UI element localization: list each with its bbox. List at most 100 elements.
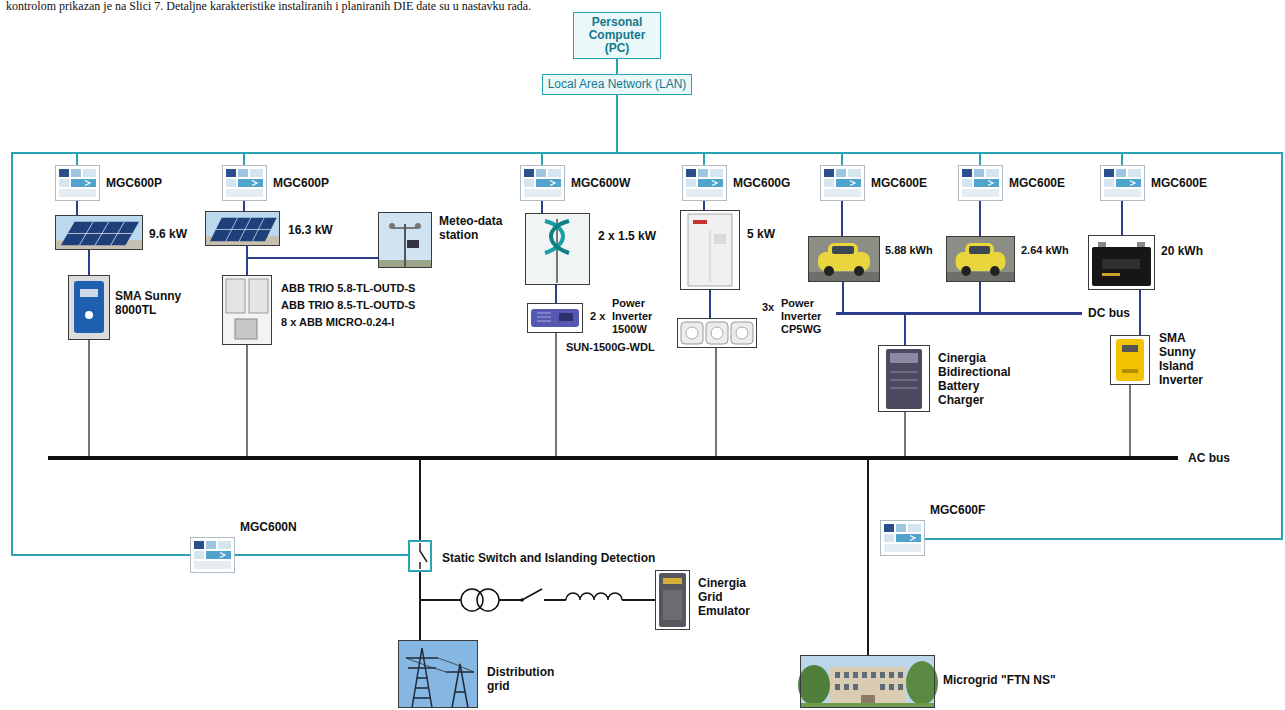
controller-icon: MGC600P xyxy=(55,165,100,201)
power-tower-picture xyxy=(398,640,478,708)
wind-inverter: 2 xPower Inverter 1500WSUN-1500G-WDL xyxy=(527,303,583,333)
battery-charger-picture xyxy=(878,345,930,412)
bus-connection xyxy=(617,95,704,165)
bus-connection xyxy=(555,333,556,456)
inverter-units-picture xyxy=(731,322,753,344)
controller-icon xyxy=(191,538,235,573)
wind-inverter-picture xyxy=(527,303,583,333)
controller-icon xyxy=(521,166,565,201)
wind-inverter-picture xyxy=(531,309,579,327)
power-tower-picture xyxy=(398,640,478,708)
inverter-units-picture xyxy=(677,318,757,348)
static-switch-symbol xyxy=(408,540,432,572)
grid-emulator-picture xyxy=(655,570,690,630)
electric-car-picture xyxy=(808,236,1015,282)
bus-connection xyxy=(555,285,557,303)
bus-connection xyxy=(904,412,905,456)
equipment-label: Distribution grid xyxy=(487,665,567,693)
bus-connection xyxy=(867,460,869,655)
generator-unit: 5 kW xyxy=(680,210,740,290)
equipment-label: MGC600W xyxy=(571,176,630,190)
generator-unit-picture xyxy=(688,214,732,286)
island-inverter: SMA Sunny Island Inverter xyxy=(1110,335,1150,385)
equipment-label: 2 x xyxy=(590,310,605,323)
bus-connection xyxy=(88,250,90,275)
dc-bus: DC bus xyxy=(836,312,1082,315)
abb-inverter-picture xyxy=(222,275,272,345)
inverter-units-picture xyxy=(681,322,703,344)
island-inverter-picture xyxy=(1122,369,1138,373)
equipment-label: SMA Sunny 8000TL xyxy=(115,289,215,317)
bus-connection xyxy=(76,201,78,215)
inverter-units-picture xyxy=(677,318,757,348)
generator-unit-picture xyxy=(680,210,740,290)
bus-connection xyxy=(841,201,843,236)
inverter-units-picture xyxy=(706,322,728,344)
inverter-units-picture xyxy=(686,327,698,339)
bus-connection xyxy=(246,345,247,456)
equipment-label: Power Inverter 1500W xyxy=(612,297,670,336)
equipment-label: DC bus xyxy=(1088,306,1130,320)
equipment-label: AC bus xyxy=(1188,451,1230,465)
bus-connection xyxy=(703,201,705,210)
battery-charger: Cinergia Bidirectional Battery Charger xyxy=(878,345,930,412)
generator-unit-picture xyxy=(714,234,726,244)
bus-connection xyxy=(243,201,245,211)
bus-connection xyxy=(419,460,421,540)
wind-turbine-picture xyxy=(525,213,590,285)
bus-connection xyxy=(247,246,378,258)
controller-icon: MGC600N xyxy=(190,537,235,573)
building-picture xyxy=(835,672,903,690)
controller-icon: MGC600E xyxy=(1100,165,1145,201)
battery-charger-picture xyxy=(878,345,930,412)
pv-inverter: SMA Sunny 8000TL xyxy=(68,275,110,340)
power-tower-picture xyxy=(406,658,474,672)
battery-picture xyxy=(1088,235,1155,290)
transformer-breaker-inductor xyxy=(566,593,622,600)
equipment-label: ABB TRIO 5.8-TL-OUTD-S xyxy=(281,282,415,295)
wind-inverter-picture xyxy=(527,303,583,333)
bus-connection xyxy=(77,95,617,165)
bus-connection xyxy=(12,95,617,555)
meteo-station-picture xyxy=(389,223,395,229)
controller-icon: MGC600G xyxy=(682,165,727,201)
box-text: Personal Computer (PC) xyxy=(579,16,655,55)
bus-connection xyxy=(715,348,716,456)
bus-connection xyxy=(88,340,89,456)
connectors xyxy=(12,59,1282,655)
battery-picture xyxy=(1102,259,1140,269)
inverter-units-picture xyxy=(711,327,723,339)
bus-connection xyxy=(541,201,543,213)
power-tower-picture xyxy=(406,648,474,708)
pv-array: 9.6 kW xyxy=(55,215,143,250)
controller-icon xyxy=(683,166,727,201)
equipment-label: 5 kW xyxy=(747,227,775,241)
meteo-station-picture xyxy=(378,212,432,268)
transformer-breaker-inductor xyxy=(522,594,544,606)
bus-connection xyxy=(1129,385,1130,456)
equipment-label: ABB TRIO 8.5-TL-OUTD-S xyxy=(281,299,415,312)
controller-icon xyxy=(56,166,100,201)
meteo-station-picture xyxy=(407,240,419,248)
network-box: Local Area Network (LAN) xyxy=(542,74,693,95)
meteo-station-picture xyxy=(378,212,432,268)
transformer-breaker-inductor xyxy=(477,589,499,611)
transformer-breaker-inductor xyxy=(461,586,622,614)
meteo-station-picture xyxy=(392,227,418,229)
equipment-label: Static Switch and Islanding Detection xyxy=(442,551,655,565)
building-picture xyxy=(830,667,906,708)
computer-box: Personal Computer (PC) xyxy=(573,12,661,59)
bus-connection xyxy=(617,95,1282,539)
electric-car-picture xyxy=(946,236,1015,282)
bus-connection xyxy=(979,282,981,312)
grid-emulator-picture xyxy=(659,573,686,627)
electric-car: 2.64 kWh xyxy=(946,236,1015,282)
grid-emulator-picture xyxy=(663,590,682,620)
equipment-label: SUN-1500G-WDL xyxy=(566,341,655,354)
meteo-station: Meteo-data station xyxy=(378,212,432,268)
equipment-label: Cinergia Bidirectional Battery Charger xyxy=(938,351,1023,407)
controller-icon xyxy=(1101,166,1145,201)
